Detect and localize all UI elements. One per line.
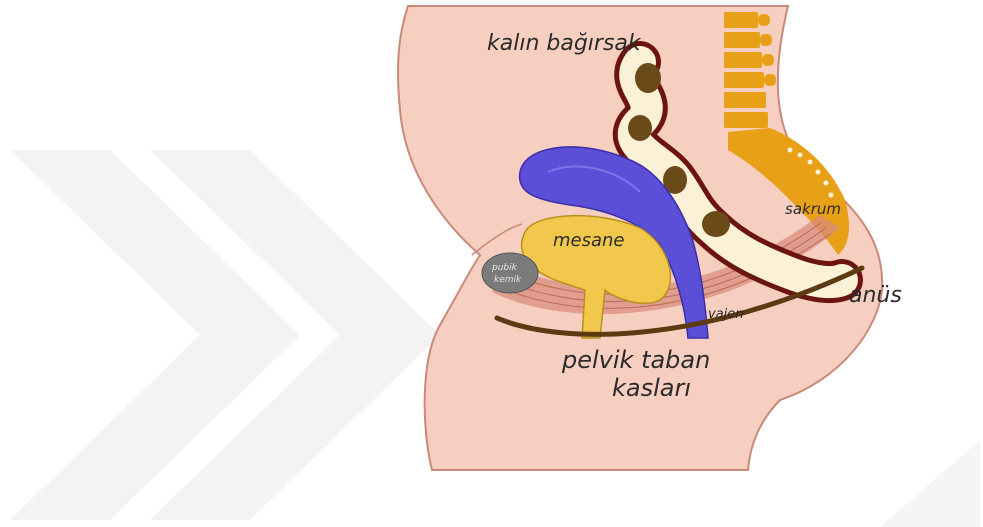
label-pubic-bone-line1: pubik bbox=[491, 263, 518, 273]
label-pelvic-floor-line1: pelvik taban bbox=[561, 346, 710, 374]
label-bladder: mesane bbox=[553, 230, 625, 251]
pubic-bone bbox=[482, 253, 538, 293]
watermark-chevron-bottom-right bbox=[780, 440, 980, 527]
label-pubic-bone-line2: kemik bbox=[494, 275, 522, 285]
label-pelvic-floor-line2: kasları bbox=[612, 374, 691, 402]
label-anus: anüs bbox=[849, 283, 902, 308]
label-vagina: vajen bbox=[708, 307, 744, 322]
label-sacrum: sakrum bbox=[785, 200, 841, 218]
label-large-intestine: kalın bağırsak bbox=[487, 31, 642, 56]
